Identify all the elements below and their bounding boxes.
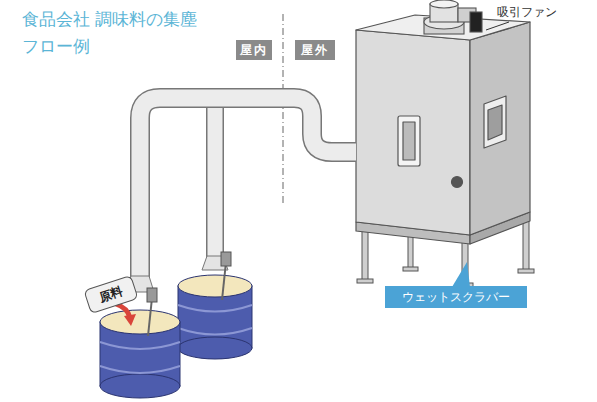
node-text: ウェットスクラバー xyxy=(402,289,510,306)
material-bag: 原料 xyxy=(83,275,138,314)
arrow-head xyxy=(124,314,136,326)
scrubber-side xyxy=(470,22,530,235)
drum-rib xyxy=(100,342,180,373)
duct-outline xyxy=(206,100,224,258)
drum xyxy=(178,252,252,359)
inspection-window xyxy=(403,122,415,160)
drum-bottom xyxy=(178,337,252,359)
drum-bottom xyxy=(100,374,180,398)
drum-top xyxy=(178,275,252,297)
duct-pipe xyxy=(140,98,356,278)
drum-rib xyxy=(178,305,252,335)
stirrer-motor xyxy=(147,288,157,302)
area-tag: 屋内 xyxy=(236,40,272,60)
part-label: 吸引ファン xyxy=(497,4,557,21)
inspection-door xyxy=(398,116,420,166)
foot xyxy=(403,267,418,271)
area-tag: 屋外 xyxy=(295,40,335,60)
wet-scrubber xyxy=(356,15,530,244)
stirrer-shaft xyxy=(148,298,152,336)
duct xyxy=(140,98,356,278)
suction-fan xyxy=(424,0,482,34)
node-text: 屋内 xyxy=(240,42,268,59)
duct-pipe xyxy=(208,100,223,258)
foot xyxy=(357,279,373,283)
inspection-window xyxy=(488,105,502,140)
callout-pointer xyxy=(452,262,470,287)
foot xyxy=(518,269,534,273)
fan-housing xyxy=(430,0,458,8)
fan-motor xyxy=(470,12,482,32)
callout-box: ウェットスクラバー xyxy=(385,286,527,308)
diagram-title: 食品会社 調味料の集塵 フロー例 xyxy=(22,6,222,60)
node-text: 屋外 xyxy=(301,42,329,59)
scrubber-front xyxy=(356,30,470,235)
port xyxy=(452,177,463,188)
divider-line xyxy=(283,14,284,205)
node-text: 原料 xyxy=(97,283,125,307)
leader-line xyxy=(486,22,509,30)
stirrer-motor xyxy=(221,252,231,266)
inspection-door xyxy=(484,96,506,148)
drum-top xyxy=(100,310,180,334)
stirrer-shaft xyxy=(222,262,226,300)
duct-outline xyxy=(140,98,356,278)
